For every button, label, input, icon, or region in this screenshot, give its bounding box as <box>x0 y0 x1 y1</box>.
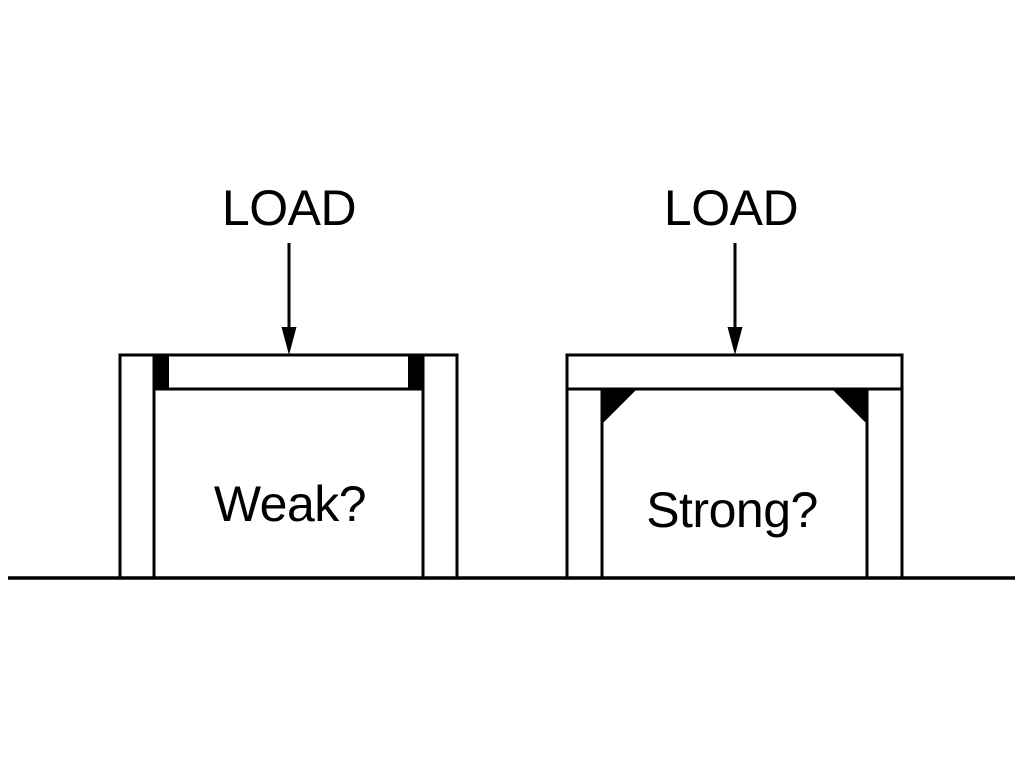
load-label: LOAD <box>222 180 356 236</box>
top-rail <box>565 353 904 391</box>
load-down-arrow-icon <box>281 243 297 355</box>
right-leg <box>865 387 904 580</box>
weak-table-figure: LOAD Weak? <box>118 180 459 580</box>
arrow-head <box>727 327 743 355</box>
arrow-head <box>281 327 297 355</box>
corner-gusset-left <box>602 389 637 424</box>
butt-joint-block-right <box>408 355 423 389</box>
load-label: LOAD <box>664 180 798 236</box>
load-down-arrow-icon <box>727 243 743 355</box>
corner-gusset-right <box>832 389 867 424</box>
apron-rail <box>152 353 425 391</box>
right-leg <box>421 353 459 580</box>
butt-joint-block-left <box>154 355 169 389</box>
left-leg <box>565 387 604 580</box>
caption-weak: Weak? <box>214 476 366 532</box>
strong-table-figure: LOAD Strong? <box>565 180 904 580</box>
left-leg <box>118 353 156 580</box>
caption-strong: Strong? <box>646 482 818 538</box>
